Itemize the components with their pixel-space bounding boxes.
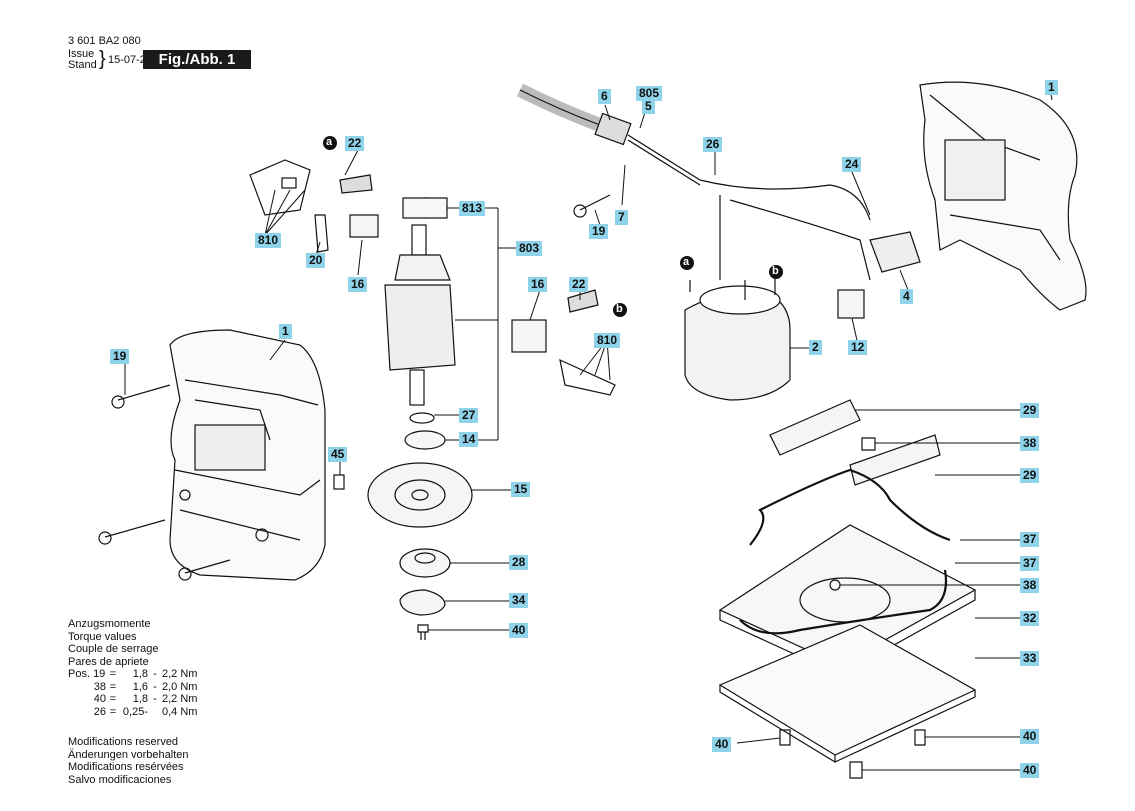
part-label-40-left: 40 — [712, 737, 732, 752]
part-label-803: 803 — [516, 241, 543, 256]
stand-label: Stand — [68, 59, 97, 71]
part-label-24: 24 — [842, 157, 862, 172]
part-label-810-right: 810 — [594, 333, 621, 348]
marker-b-brush: b — [616, 303, 623, 315]
part-label-29-bottom: 29 — [1020, 468, 1040, 483]
figure-title: Fig./Abb. 1 — [143, 50, 251, 69]
modifications-notice: Modifications reserved Änderungen vorbeh… — [68, 736, 188, 786]
modification-line-en: Modifications reserved — [68, 736, 179, 748]
stator-drawing — [684, 276, 791, 401]
part-label-4: 4 — [900, 289, 913, 304]
modification-line-de: Änderungen vorbehalten — [68, 748, 189, 761]
part-label-37-top: 37 — [1020, 532, 1040, 547]
part-label-12: 12 — [848, 340, 868, 355]
part-label-40-right: 40 — [1020, 729, 1040, 744]
connection-markers — [323, 136, 783, 317]
part-label-5: 5 — [642, 99, 655, 114]
part-label-29-top: 29 — [1020, 403, 1040, 418]
part-label-1-left: 1 — [279, 324, 292, 339]
cable-drawing — [516, 83, 871, 281]
part-label-33: 33 — [1020, 651, 1040, 666]
modification-line-es: Salvo modificaciones — [68, 773, 172, 786]
part-label-813: 813 — [459, 201, 486, 216]
torque-title-es: Pares de apriete — [68, 655, 149, 668]
part-label-34: 34 — [509, 593, 529, 608]
part-label-19-right: 19 — [589, 224, 609, 239]
housing-right-drawing — [919, 81, 1087, 311]
part-label-810-left: 810 — [255, 233, 282, 248]
torque-title-en: Torque values — [68, 630, 137, 643]
base-plate-drawing — [718, 399, 977, 764]
modification-line-fr: Modifications resérvées — [68, 761, 184, 773]
part-label-38-top: 38 — [1020, 436, 1040, 451]
issue-date: 15-07-29 — [108, 54, 153, 66]
part-label-1-right: 1 — [1045, 80, 1058, 95]
part-label-37-bottom: 37 — [1020, 556, 1040, 571]
armature-drawing — [384, 197, 456, 450]
torque-title-fr: Couple de serrage — [68, 643, 159, 655]
marker-a-top: a — [326, 136, 333, 148]
part-label-20: 20 — [306, 253, 326, 268]
part-label-28: 28 — [509, 555, 529, 570]
part-number: 3 601 BA2 080 — [68, 35, 141, 47]
counterweight-drawing — [399, 589, 446, 616]
brush-holder-drawing — [249, 159, 616, 396]
part-label-805: 805 — [636, 86, 663, 101]
switch-drawing — [837, 231, 921, 319]
part-label-16-right: 16 — [528, 277, 548, 292]
part-label-45: 45 — [328, 447, 348, 462]
torque-row: 26 = 0,25- 0,4 Nm — [93, 705, 198, 718]
issue-label: Issue — [68, 48, 95, 60]
part-label-19-left: 19 — [110, 349, 130, 364]
screws-drawing — [98, 194, 611, 581]
part-label-6: 6 — [598, 89, 611, 104]
part-label-22-left: 22 — [345, 136, 365, 151]
part-label-14: 14 — [459, 432, 479, 447]
torque-values: Anzugsmomente Torque values Couple de se… — [68, 618, 202, 718]
torque-row: 38 = 1,6 - 2,0 Nm — [93, 680, 198, 693]
torque-title-de: Anzugsmomente — [68, 618, 151, 630]
fan-drawing — [367, 462, 473, 528]
part-label-15: 15 — [511, 482, 531, 497]
part-label-40-bottom: 40 — [1020, 763, 1040, 778]
part-label-27: 27 — [459, 408, 479, 423]
marker-b-stator: b — [772, 265, 779, 277]
part-label-26: 26 — [703, 137, 723, 152]
part-label-40-fan: 40 — [509, 623, 529, 638]
part-label-16-left: 16 — [348, 277, 368, 292]
issue-brace: } — [99, 48, 106, 70]
marker-a-stator: a — [683, 256, 690, 268]
housing-left-drawing — [169, 329, 326, 581]
part-label-7: 7 — [615, 210, 628, 225]
part-label-32: 32 — [1020, 611, 1040, 626]
part-label-38-bottom: 38 — [1020, 578, 1040, 593]
torque-row: 40 = 1,8 - 2,2 Nm — [93, 693, 198, 705]
torque-row: Pos. 19 = 1,8 - 2,2 Nm — [68, 668, 198, 680]
part-label-22-right: 22 — [569, 277, 589, 292]
part-label-2: 2 — [809, 340, 822, 355]
